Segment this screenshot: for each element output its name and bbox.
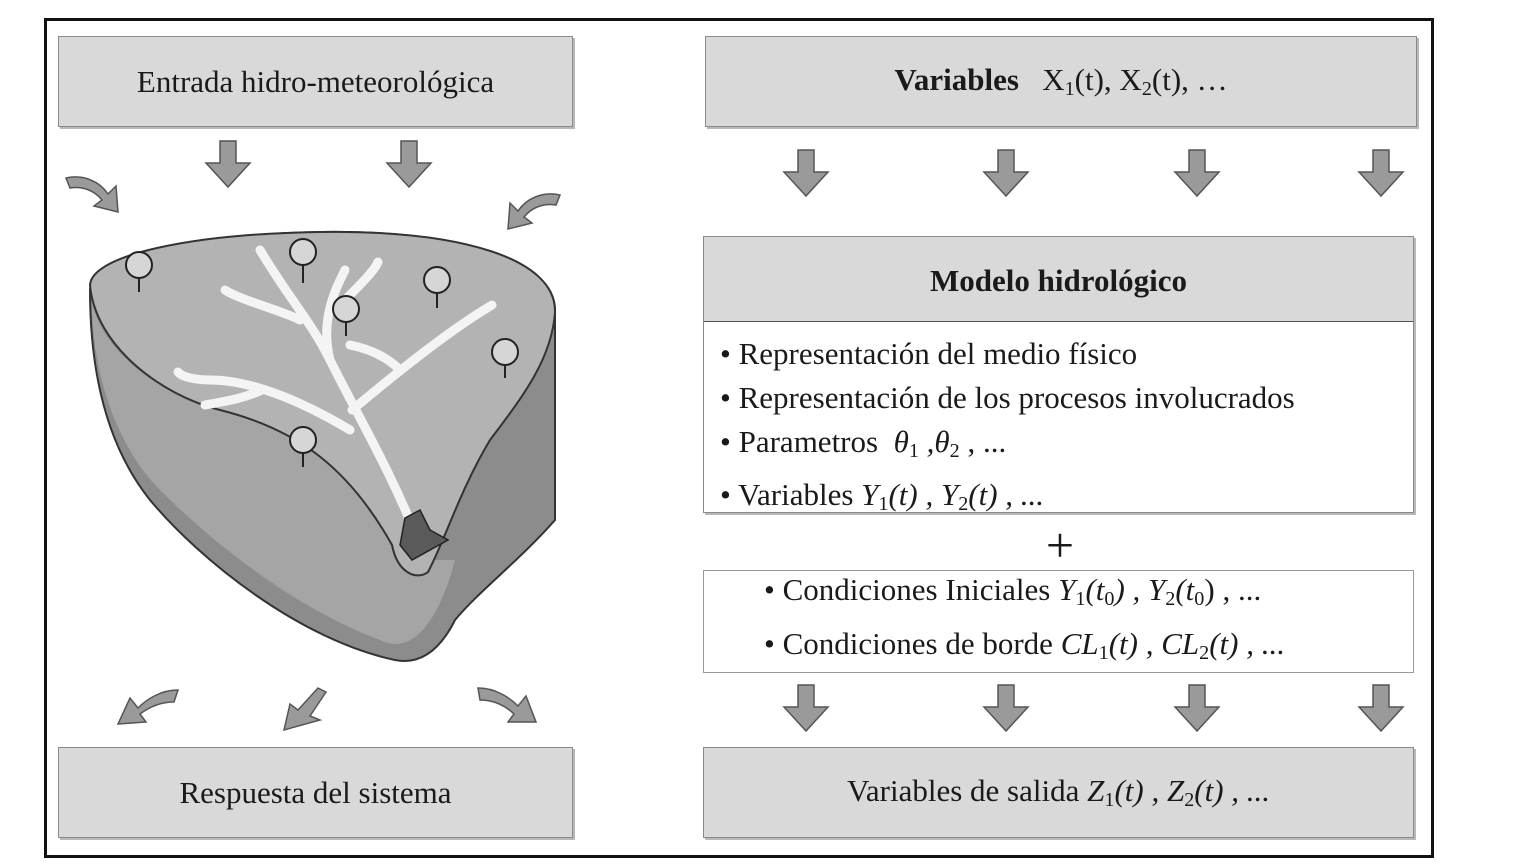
model-list: • Representación del medio físico • Repr… <box>704 321 1413 515</box>
variables-box: Variables X1(t), X2(t), … <box>705 36 1417 127</box>
model-item-variables: • Variables Y1(t) , Y2(t) , ... <box>720 477 1045 516</box>
output-variables-line: Variables de salida Z1(t) , Z2(t) , ... <box>846 772 1271 812</box>
x2-sub: 2 <box>1141 78 1152 101</box>
down-arrow-icon <box>983 684 1029 732</box>
down-arrow-icon <box>983 149 1029 197</box>
output-box: Respuesta del sistema <box>58 747 573 838</box>
tree-icon <box>289 426 317 467</box>
boundary-conditions: • Condiciones de borde CL1(t) , CL2(t) ,… <box>764 625 1285 664</box>
x2-tail: (t), … <box>1151 61 1228 97</box>
plus-sign: + <box>1045 517 1075 573</box>
down-arrow-icon <box>1174 149 1220 197</box>
output-variables-box: Variables de salida Z1(t) , Z2(t) , ... <box>703 747 1414 838</box>
output-title: Respuesta del sistema <box>179 774 452 810</box>
down-arrow-icon <box>205 140 251 188</box>
model-item-processes: • Representación de los procesos involuc… <box>720 380 1295 415</box>
tree-icon <box>289 238 317 283</box>
x1-tail: (t), X <box>1074 61 1142 97</box>
x-symbol: X <box>1042 61 1065 97</box>
tree-icon <box>332 295 360 336</box>
diagram-frame <box>44 18 1434 858</box>
model-title: Modelo hidrológico <box>930 263 1187 298</box>
model-item-parameters: • Parametros θ1 ,θ2 , ... <box>720 424 1007 463</box>
input-title: Entrada hidro-meteorológica <box>136 63 495 99</box>
variables-label: Variables <box>894 61 1019 97</box>
x1-sub: 1 <box>1064 78 1075 101</box>
watershed-illustration <box>88 230 557 662</box>
initial-conditions: • Condiciones Iniciales Y1(t0) , Y2(t0) … <box>764 572 1262 611</box>
tree-icon <box>491 338 519 378</box>
outflow-arrow-icon <box>116 689 180 725</box>
down-arrow-icon <box>386 140 432 188</box>
down-arrow-icon <box>1358 149 1404 197</box>
variables-line: Variables X1(t), X2(t), … <box>894 62 1227 101</box>
down-arrow-icon <box>1358 684 1404 732</box>
curved-arrow-icon <box>507 193 561 230</box>
down-arrow-icon <box>783 684 829 732</box>
down-arrow-icon <box>1174 684 1220 732</box>
model-box: Modelo hidrológico • Representación del … <box>703 236 1414 515</box>
conditions-box: • Condiciones Iniciales Y1(t0) , Y2(t0) … <box>703 570 1414 673</box>
tree-icon <box>423 266 451 308</box>
tree-icon <box>125 251 153 292</box>
down-arrow-icon <box>783 149 829 197</box>
input-box: Entrada hidro-meteorológica <box>58 36 573 127</box>
model-item-physical: • Representación del medio físico <box>720 336 1138 371</box>
curved-arrow-icon <box>65 176 119 213</box>
outflow-arrow-icon <box>477 687 538 723</box>
outflow-arrow-icon <box>282 687 328 732</box>
